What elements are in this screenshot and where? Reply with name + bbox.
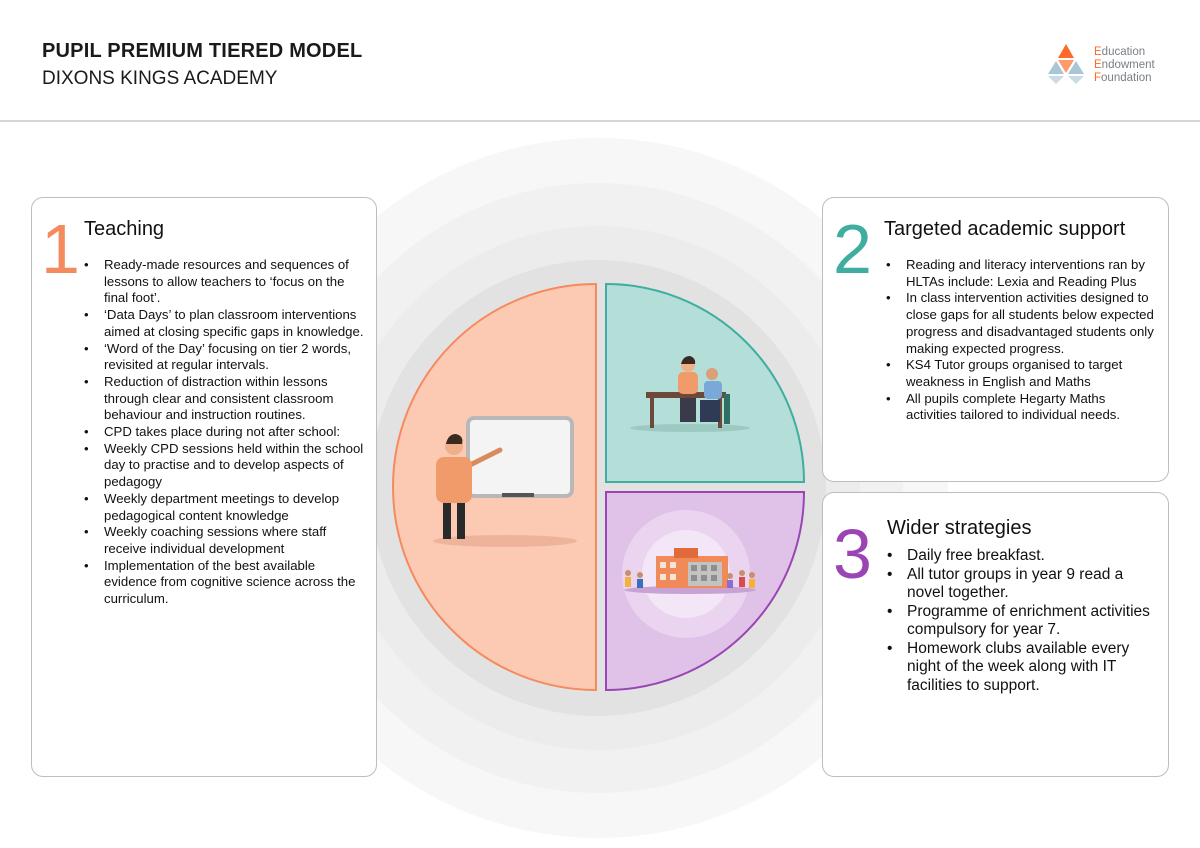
eef-logo: Education Endowment Foundation: [1044, 42, 1164, 88]
tier-1-card: 1 Teaching Ready-made resources and sequ…: [31, 197, 377, 777]
tier-2-number: 2: [833, 210, 872, 288]
list-item: Reduction of distraction within lessons …: [84, 374, 364, 424]
list-item: Weekly department meetings to develop pe…: [84, 491, 364, 524]
list-item: ‘Word of the Day’ focusing on tier 2 wor…: [84, 341, 364, 374]
tutoring-illustration: [630, 356, 750, 432]
tier-2-list: Reading and literacy interventions ran b…: [886, 257, 1154, 424]
header-divider: [0, 120, 1200, 122]
page-subtitle: DIXONS KINGS ACADEMY: [42, 68, 278, 89]
list-item: KS4 Tutor groups organised to target wea…: [886, 357, 1154, 390]
tier-1-title: Teaching: [84, 218, 165, 240]
tier-1-list: Ready-made resources and sequences of le…: [84, 257, 364, 608]
list-item: Weekly CPD sessions held within the scho…: [84, 441, 364, 491]
list-item: ‘Data Days’ to plan classroom interventi…: [84, 307, 364, 340]
list-item: Daily free breakfast.: [887, 547, 1152, 566]
tier-3-card: 3 Wider strategies Daily free breakfast.…: [822, 492, 1169, 777]
list-item: Ready-made resources and sequences of le…: [84, 257, 364, 307]
teacher-illustration: [433, 416, 577, 547]
tier-3-title: Wider strategies: [887, 517, 1032, 539]
list-item: Reading and literacy interventions ran b…: [886, 257, 1154, 290]
school-illustration: [622, 510, 756, 638]
eef-logo-text: Education Endowment Foundation: [1094, 46, 1155, 85]
page-title: PUPIL PREMIUM TIERED MODEL: [42, 40, 363, 62]
logo-line-2: Endowment: [1094, 59, 1155, 71]
list-item: All pupils complete Hegarty Maths activi…: [886, 391, 1154, 424]
list-item: All tutor groups in year 9 read a novel …: [887, 566, 1152, 603]
list-item: CPD takes place during not after school:: [84, 424, 364, 441]
eef-logo-icon: [1048, 44, 1084, 84]
tier-2-title: Targeted academic support: [884, 218, 1126, 240]
logo-line-1: Education: [1094, 46, 1146, 58]
list-item: Implementation of the best available evi…: [84, 558, 364, 608]
tier-2-card: 2 Targeted academic support Reading and …: [822, 197, 1169, 482]
list-item: Weekly coaching sessions where staff rec…: [84, 524, 364, 557]
tier-3-number: 3: [833, 515, 872, 593]
tier-1-number: 1: [41, 210, 80, 288]
logo-line-3: Foundation: [1094, 72, 1152, 84]
list-item: Programme of enrichment activities compu…: [887, 603, 1152, 640]
tier-3-list: Daily free breakfast. All tutor groups i…: [887, 547, 1152, 695]
list-item: Homework clubs available every night of …: [887, 640, 1152, 696]
list-item: In class intervention activities designe…: [886, 290, 1154, 357]
